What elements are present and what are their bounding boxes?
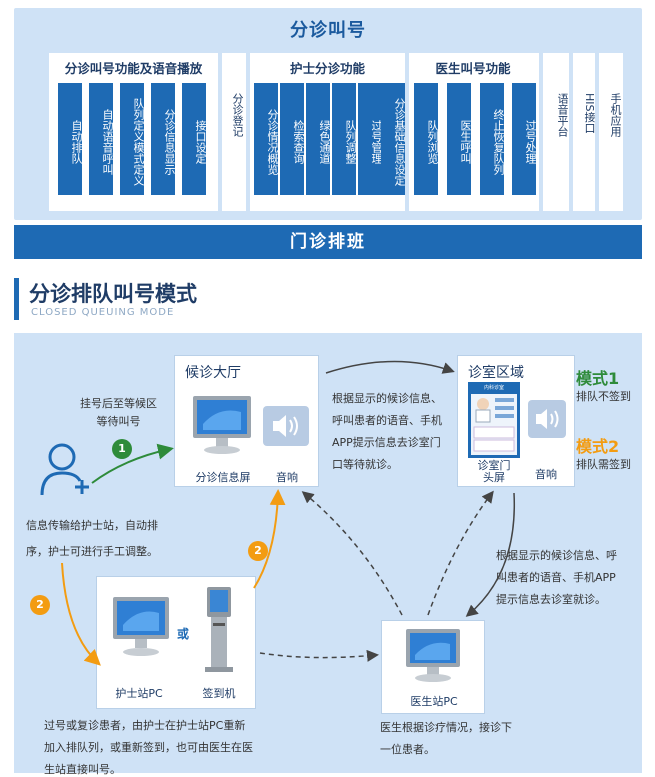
function-box: 医生呼叫 — [447, 83, 472, 195]
function-box: 分诊情况概览 — [254, 83, 279, 195]
function-board: 分诊叫号功能及语音播放 自动排队 自动语音呼叫 队列定义模式定义 分诊信息显示 … — [49, 53, 623, 211]
or-label: 或 — [177, 627, 190, 641]
divider — [246, 53, 250, 211]
function-box: 分诊基础信息设定 — [381, 83, 406, 195]
function-box: 队列浏览 — [414, 83, 439, 195]
divider — [405, 53, 409, 211]
arrow-nurse-to-hall — [253, 489, 286, 589]
group-title: 分诊叫号功能及语音播放 — [64, 61, 203, 76]
clinic-area-box: 诊室区域 内科诊室 诊室门头屏 — [457, 355, 575, 487]
group-title: 医生叫号功能 — [435, 61, 511, 76]
door-screen-icon — [468, 382, 520, 458]
speaker-label: 音响 — [535, 468, 557, 481]
function-box: 接口设定 — [182, 83, 207, 195]
function-box: 队列定义模式定义 — [120, 83, 145, 195]
divider — [218, 53, 222, 211]
function-box: 自动排队 — [58, 83, 83, 195]
patient-icon — [40, 443, 89, 496]
note-clinic-display: 根据显示的候诊信息、呼 叫患者的语音、手机APP 提示信息去诊室就诊。 — [496, 549, 617, 606]
function-box: 自动语音呼叫 — [89, 83, 114, 195]
info-screen-label: 分诊信息屏 — [195, 471, 251, 484]
group-title: 护士分诊功能 — [289, 61, 365, 76]
divider — [595, 53, 599, 211]
group-nurse-triage: 护士分诊功能 分诊情况概览 检索查询 绿色通道 队列调整 过号管理 分诊基础信息… — [250, 53, 406, 211]
function-box: 队列调整 — [332, 83, 357, 195]
speaker-icon — [263, 406, 309, 446]
his-interface-label: HIS接口 — [583, 93, 596, 134]
function-box: 终止恢复队列 — [480, 83, 505, 195]
divider — [539, 53, 543, 211]
arrow-to-nurse — [61, 562, 101, 666]
note-missed: 过号或复诊患者，由护士在护士站PC重新 加入排队列，或重新签到，也可由医生在医 … — [44, 719, 253, 776]
mode2-desc: 排队需签到 — [576, 458, 631, 471]
step-one-label: 1 — [118, 442, 126, 455]
step-two-label: 2 — [254, 544, 262, 557]
mode1-desc: 排队不签到 — [576, 390, 631, 403]
outpatient-scheduling-banner: 门诊排班 — [14, 225, 642, 259]
queuing-flow-panel: 候诊大厅 分诊信息屏 音响 诊室区域 — [14, 333, 642, 776]
arrow-nurse-to-doctor — [259, 649, 379, 662]
doctor-pc-label: 医生站PC — [410, 695, 458, 708]
arrow-step1 — [91, 443, 174, 484]
speaker-label: 音响 — [276, 471, 298, 484]
speaker-icon — [528, 400, 566, 438]
nurse-pc-label: 护士站PC — [115, 687, 163, 700]
section-title: 分诊排队叫号模式 — [29, 282, 197, 306]
flow-arrows — [30, 360, 516, 666]
section-accent-bar — [14, 278, 19, 320]
arrow-doctor-to-clinic — [427, 490, 494, 616]
step-badge — [112, 439, 132, 459]
note-doctor-next: 医生根据诊疗情况，接诊下 一位患者。 — [380, 721, 512, 756]
door-screen-label-text: 诊室门头屏 — [477, 459, 511, 484]
arrow-doctor-to-hall — [301, 491, 403, 616]
function-box: 过号管理 — [358, 83, 383, 195]
function-box: 绿色通道 — [306, 83, 331, 195]
divider — [569, 53, 573, 211]
note-to-nurse: 信息传输给护士站，自动排 序，护士可进行手工调整。 — [26, 519, 158, 558]
group-call-voice: 分诊叫号功能及语音播放 自动排队 自动语音呼叫 队列定义模式定义 分诊信息显示 … — [49, 53, 218, 211]
monitor-icon — [193, 396, 251, 454]
mode1-title: 模式1 — [576, 369, 620, 388]
group-doctor-call: 医生叫号功能 队列浏览 医生呼叫 终止恢复队列 过号处理 — [409, 53, 537, 211]
monitor-icon — [113, 597, 169, 656]
triage-function-panel: 分诊叫号 分诊叫号功能及语音播放 自动排队 自动语音呼叫 队列定义模式定义 分诊… — [14, 8, 642, 220]
waiting-hall-title: 候诊大厅 — [185, 365, 241, 381]
step-badge — [30, 595, 50, 615]
registration-label: 分诊登记 — [231, 93, 244, 137]
function-box: 分诊信息显示 — [151, 83, 176, 195]
triage-title: 分诊叫号 — [290, 20, 366, 41]
voice-platform-label: 语音平台 — [556, 93, 569, 137]
nurse-station-box: 或 护士站PC 签到机 — [96, 576, 256, 709]
note-hall-display: 根据显示的候诊信息、 呼叫患者的语音、手机 APP提示信息去诊室门 口等待就诊。 — [332, 392, 442, 471]
door-screen-header: 内科诊室 — [483, 385, 504, 391]
kiosk-label: 签到机 — [202, 687, 236, 700]
door-screen-label: 诊室门头屏 — [466, 460, 522, 484]
function-box: 过号处理 — [512, 83, 537, 195]
monitor-icon — [406, 629, 460, 682]
mobile-app-label: 手机应用 — [609, 93, 622, 137]
section-subtitle: CLOSED QUEUING MODE — [31, 307, 175, 318]
arrow-clinic-to-doctor — [465, 492, 516, 617]
arrow-hall-to-clinic — [325, 360, 455, 374]
note-register: 挂号后至等候区 等待叫号 — [80, 397, 157, 428]
doctor-station-box: 医生站PC — [381, 620, 485, 714]
kiosk-icon — [205, 587, 233, 672]
step-badge — [248, 541, 268, 561]
mode2-title: 模式2 — [576, 437, 620, 456]
function-box: 检索查询 — [280, 83, 305, 195]
waiting-hall-box: 候诊大厅 分诊信息屏 音响 — [174, 355, 319, 487]
clinic-area-title: 诊室区域 — [468, 365, 524, 381]
step-two-label: 2 — [36, 598, 44, 611]
